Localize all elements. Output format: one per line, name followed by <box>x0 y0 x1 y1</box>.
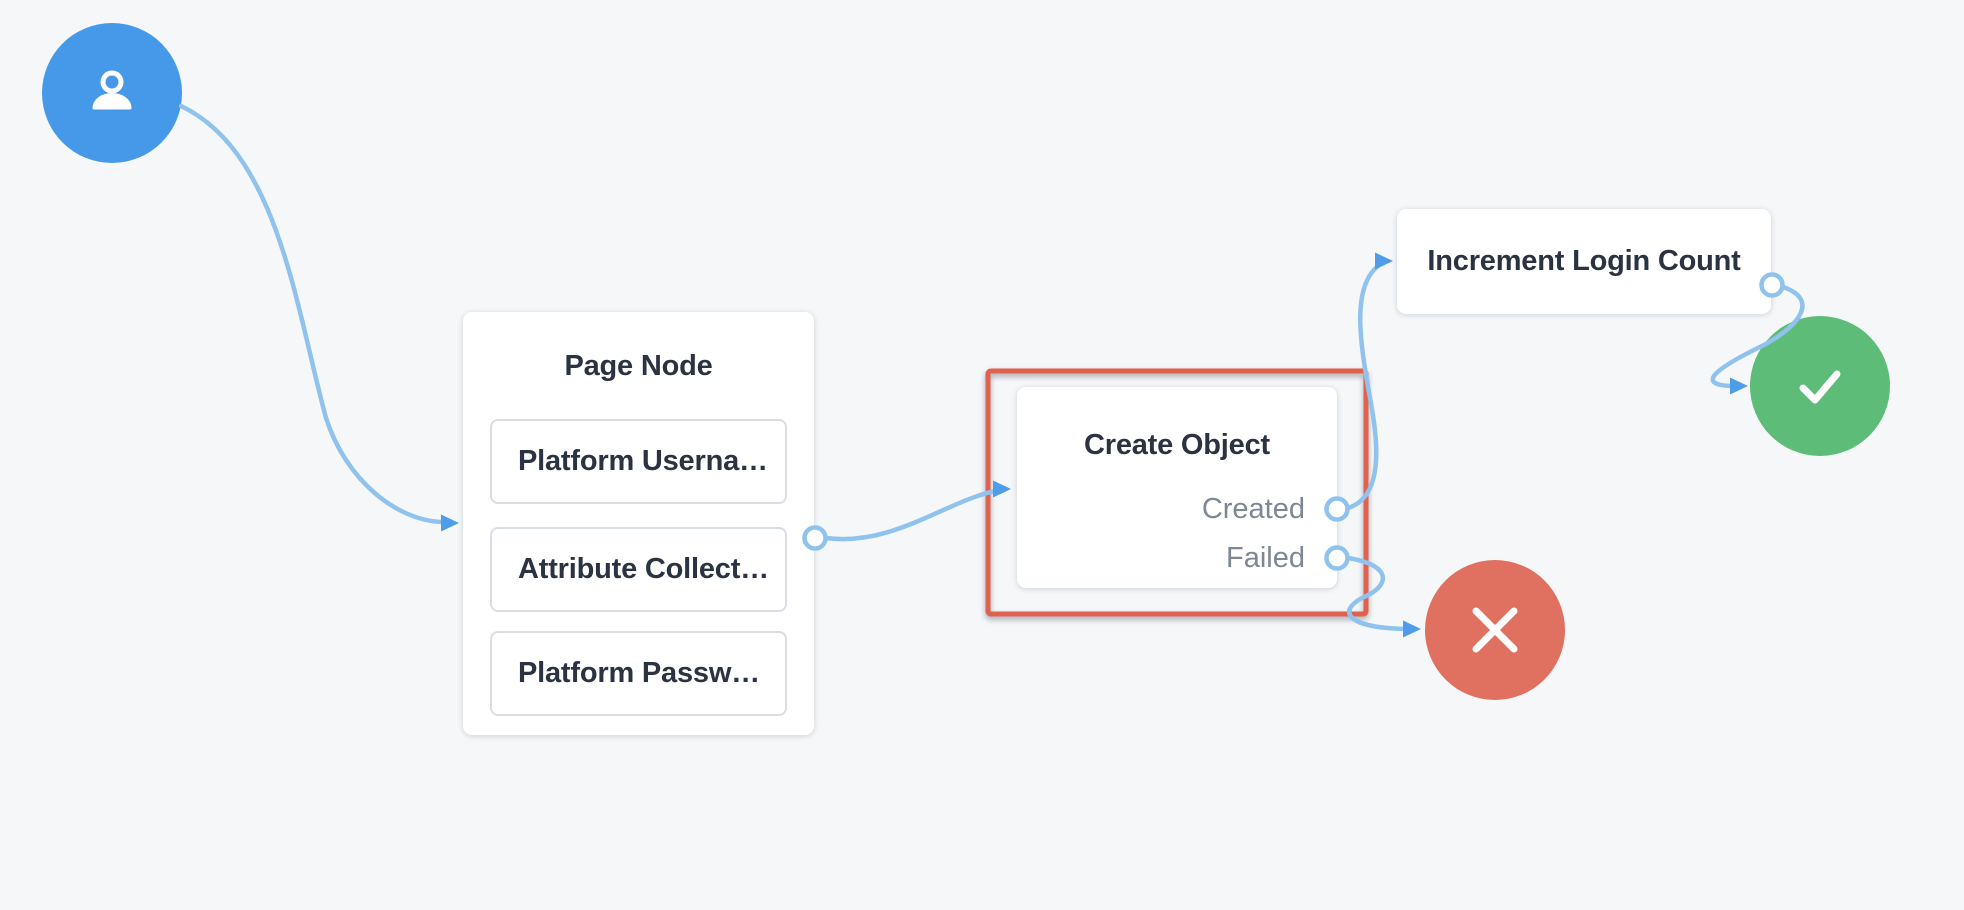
output-label-failed: Failed <box>1226 542 1305 574</box>
increment-login-count-title: Increment Login Count <box>1427 245 1741 277</box>
start-node[interactable] <box>42 23 182 163</box>
arrowhead <box>1403 620 1421 638</box>
user-icon <box>92 70 132 110</box>
create-object-created-port[interactable] <box>1324 496 1350 522</box>
create-object-node[interactable]: Create Object Created Failed <box>1017 387 1337 588</box>
page-node-item-platform-password[interactable]: Platform Passw… <box>490 631 787 716</box>
x-icon <box>1472 607 1518 653</box>
connector-start-to-page-node <box>178 103 444 525</box>
output-label-created: Created <box>1201 493 1305 525</box>
increment-login-count-node[interactable]: Increment Login Count <box>1397 209 1771 314</box>
page-node-item-platform-username[interactable]: Platform Userna… <box>490 419 787 504</box>
arrowhead <box>441 514 459 532</box>
create-object-failed-port[interactable] <box>1324 545 1350 571</box>
connector-failed-to-failure <box>1345 555 1411 632</box>
page-node-item-label: Platform Passw… <box>518 657 760 689</box>
increment-output-port[interactable] <box>1759 272 1785 298</box>
page-node-item-attribute-collector[interactable]: Attribute Collect… <box>490 527 787 612</box>
create-object-title: Create Object <box>1084 429 1270 461</box>
failure-node[interactable] <box>1425 560 1565 700</box>
arrowhead <box>1375 252 1393 270</box>
page-node-item-label: Platform Userna… <box>518 445 768 477</box>
page-node-title: Page Node <box>564 350 713 382</box>
arrowhead <box>993 480 1011 498</box>
success-node[interactable] <box>1750 316 1890 456</box>
arrowhead <box>1730 377 1748 395</box>
page-node-item-label: Attribute Collect… <box>518 553 769 585</box>
connector-created-to-increment <box>1345 260 1385 511</box>
check-icon <box>1799 370 1841 404</box>
page-node-output-port[interactable] <box>802 525 828 551</box>
page-node[interactable]: Page Node Platform Userna… Attribute Col… <box>463 312 814 735</box>
connector-page-node-to-create-object <box>823 487 1003 542</box>
